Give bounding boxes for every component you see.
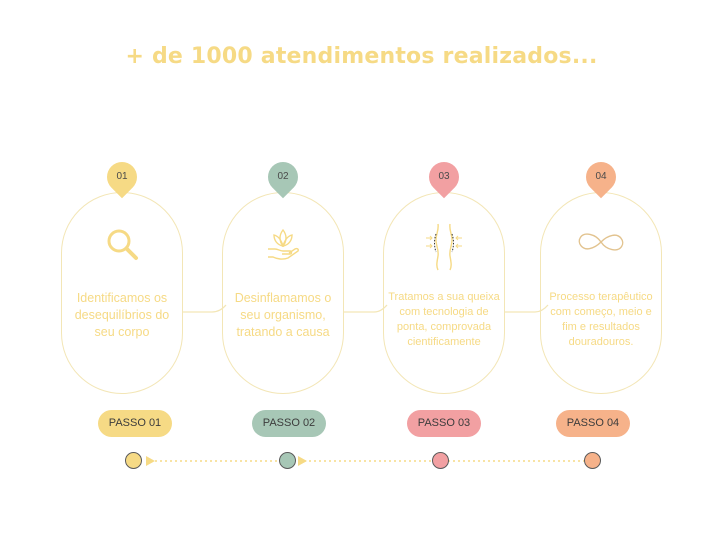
step-description: Desinflamamos o seu organismo, tratando … (234, 291, 332, 339)
page-title: + de 1000 atendimentos realizados... (125, 44, 598, 69)
step-description: Processo terapêutico com começo, meio e … (549, 291, 653, 348)
step-number: 04 (595, 171, 607, 182)
connector-1-2 (183, 304, 227, 313)
step-badge-4: PASSO 04 (556, 410, 630, 437)
timeline-arrow-1 (146, 456, 155, 466)
step-badge-1: PASSO 01 (98, 410, 172, 437)
infinity-icon (578, 233, 624, 251)
step-badge-2: PASSO 02 (252, 410, 326, 437)
step-card-3: 03 Tratamos a sua queixa com tecnologia … (383, 155, 509, 398)
timeline-dot-1 (125, 452, 142, 469)
connector-2-3 (344, 304, 388, 313)
step-card-1: 01 Identificamos os desequilíbrios do se… (61, 155, 187, 398)
timeline-dot-2 (279, 452, 296, 469)
step-number: 02 (277, 171, 289, 182)
step-description: Identificamos os desequilíbrios do seu c… (74, 291, 170, 339)
magnifier-icon (107, 229, 138, 260)
timeline-dot-4 (584, 452, 601, 469)
step-number: 01 (116, 171, 128, 182)
step-badge-3: PASSO 03 (407, 410, 481, 437)
timeline-dot-3 (432, 452, 449, 469)
body-silhouette-icon (426, 223, 462, 271)
step-description: Tratamos a sua queixa com tecnologia de … (388, 291, 500, 348)
step-card-2: 02 Desinflamamos o seu organismo, tratan… (222, 155, 348, 398)
lotus-hand-icon (268, 228, 299, 260)
timeline-arrow-2 (298, 456, 307, 466)
step-card-4: 04 Processo terapêutico com começo, meio… (540, 155, 666, 398)
step-number: 03 (438, 171, 450, 182)
